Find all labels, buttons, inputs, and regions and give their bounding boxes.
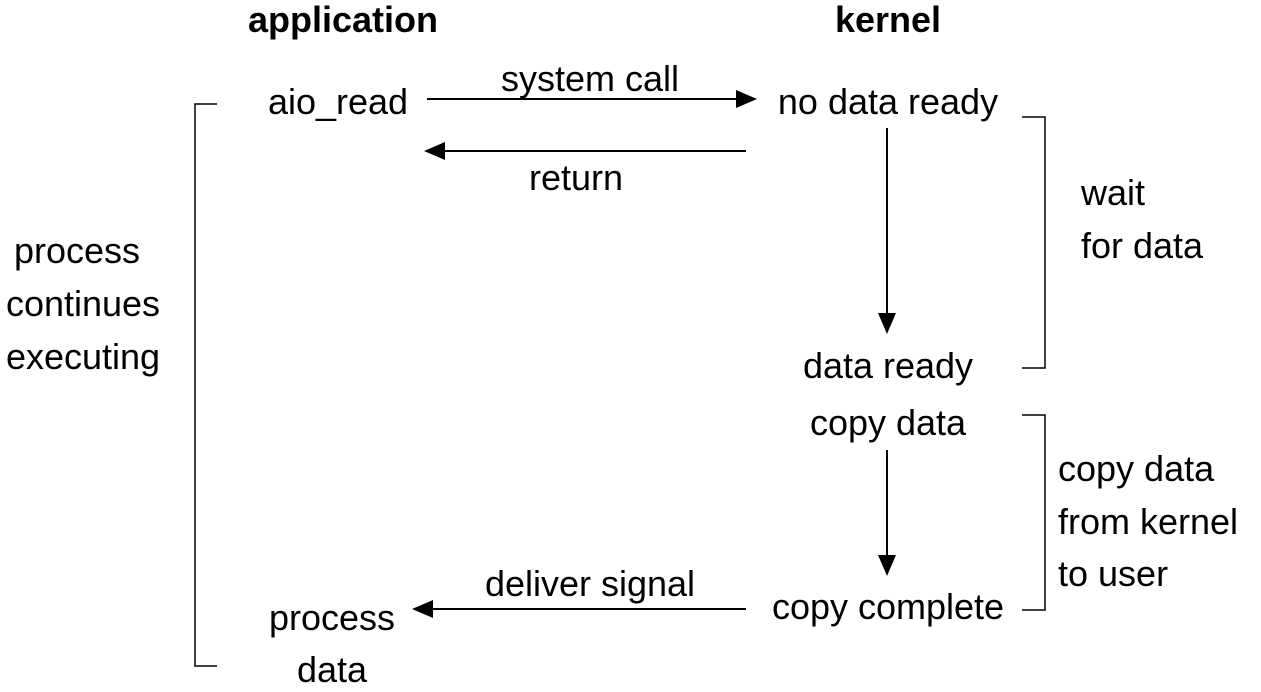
return-label: return	[529, 157, 623, 198]
process-continues-executing-line2: continues	[6, 283, 160, 324]
process-continues-executing-line1: process	[14, 230, 140, 271]
no-data-ready-label: no data ready	[778, 81, 998, 122]
return-arrow	[424, 142, 746, 160]
deliver-signal-label: deliver signal	[485, 563, 695, 604]
copy-data-from-kernel-line3: to user	[1058, 553, 1168, 594]
wait-for-data-line2: for data	[1081, 225, 1204, 266]
wait-for-data-line1: wait	[1080, 172, 1145, 213]
copy-data-label: copy data	[810, 402, 967, 443]
application-heading: application	[248, 0, 438, 40]
copy-complete-label: copy complete	[772, 586, 1004, 627]
wait-bracket	[1022, 116, 1046, 369]
wait-arrow	[878, 128, 896, 334]
copy-bracket	[1022, 414, 1046, 611]
kernel-heading: kernel	[835, 0, 941, 40]
aio-read-label: aio_read	[268, 81, 408, 122]
copy-arrow	[878, 450, 896, 576]
copy-data-from-kernel-line2: from kernel	[1058, 501, 1238, 542]
left-bracket	[194, 103, 217, 667]
data-ready-label: data ready	[803, 345, 973, 386]
deliver-signal-arrow	[412, 600, 746, 618]
copy-data-from-kernel-line1: copy data	[1058, 448, 1215, 489]
process-continues-executing-line3: executing	[6, 336, 160, 377]
process-label: process	[269, 597, 395, 638]
data-label: data	[297, 649, 368, 690]
system-call-label: system call	[501, 58, 679, 99]
system-call-arrow	[427, 90, 757, 108]
